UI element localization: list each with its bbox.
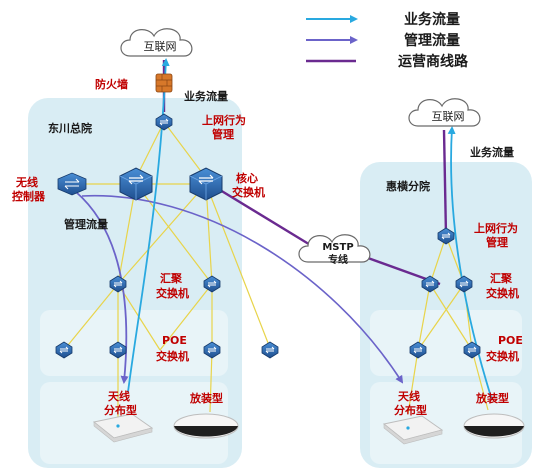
branch-mgmt-flow xyxy=(81,194,404,384)
hq-poe-label-line1: POE xyxy=(162,334,187,347)
hq-mgmt-flow-label: 管理流量 xyxy=(64,217,108,231)
hq-agg-label-line1: 汇聚 xyxy=(160,272,183,285)
hq-ap-ceiling-icon xyxy=(173,413,239,439)
hq-business-flow-label: 业务流量 xyxy=(184,89,228,103)
branch-poe-label-line2: 交换机 xyxy=(486,349,519,363)
branch-ap-zone xyxy=(370,382,522,464)
branch-poe-label-line1: POE xyxy=(498,334,523,347)
legend-business-label: 业务流量 xyxy=(404,11,460,28)
legend: 业务流量 管理流量 运营商线路 xyxy=(306,11,469,70)
wireless-controller-icon xyxy=(57,172,87,196)
branch-ap-distributed-icon xyxy=(382,415,444,445)
hq-ap-distributed-icon xyxy=(92,413,154,443)
hq-ap-ceiling-label: 放装型 xyxy=(189,391,223,405)
branch-ap-distributed-label-line2: 分布型 xyxy=(394,403,427,417)
branch-behavior-label-line2: 管理 xyxy=(486,235,508,249)
legend-carrier-label: 运营商线路 xyxy=(398,53,469,70)
hq-poe-switch-4-icon xyxy=(261,341,279,359)
hq-business-flow xyxy=(127,58,170,393)
wireless-controller-label-line1: 无线 xyxy=(15,175,38,189)
hq-ap-distributed-label-line1: 天线 xyxy=(108,389,130,403)
mstp-label-line2: 专线 xyxy=(328,253,348,266)
hq-behavior-label-line1: 上网行为 xyxy=(202,113,246,127)
hq-title: 东川总院 xyxy=(48,121,92,135)
branch-agg-label-line1: 汇聚 xyxy=(490,272,513,285)
branch-behavior-label-line1: 上网行为 xyxy=(474,221,518,235)
branch-agg-label-line2: 交换机 xyxy=(486,286,519,300)
branch-ap-ceiling-label: 放装型 xyxy=(475,391,509,405)
branch-poe-zone xyxy=(370,310,522,376)
branch-title: 惠横分院 xyxy=(386,179,430,193)
branch-links xyxy=(407,235,489,415)
hq-ap-distributed-label-line2: 分布型 xyxy=(104,403,137,417)
branch-ap-ceiling-icon xyxy=(463,413,525,439)
branch-business-flow xyxy=(447,126,493,401)
branch-business-flow-label: 业务流量 xyxy=(470,145,514,159)
firewall-icon xyxy=(155,73,173,93)
core-switch-label-line2: 交换机 xyxy=(232,185,265,199)
mstp-label-line1: MSTP xyxy=(322,242,353,253)
hq-behavior-label-line2: 管理 xyxy=(212,127,234,141)
hq-agg-label-line2: 交换机 xyxy=(156,286,189,300)
hq-poe-label-line2: 交换机 xyxy=(156,349,189,363)
legend-management-label: 管理流量 xyxy=(404,32,460,49)
branch-internet-label: 互联网 xyxy=(432,110,465,123)
hq-internet-label: 互联网 xyxy=(144,40,177,53)
firewall-label: 防火墙 xyxy=(95,77,128,91)
wireless-controller-label-line2: 控制器 xyxy=(12,189,46,203)
branch-ap-distributed-label-line1: 天线 xyxy=(398,389,420,403)
core-switch-label-line1: 核心 xyxy=(236,171,258,185)
